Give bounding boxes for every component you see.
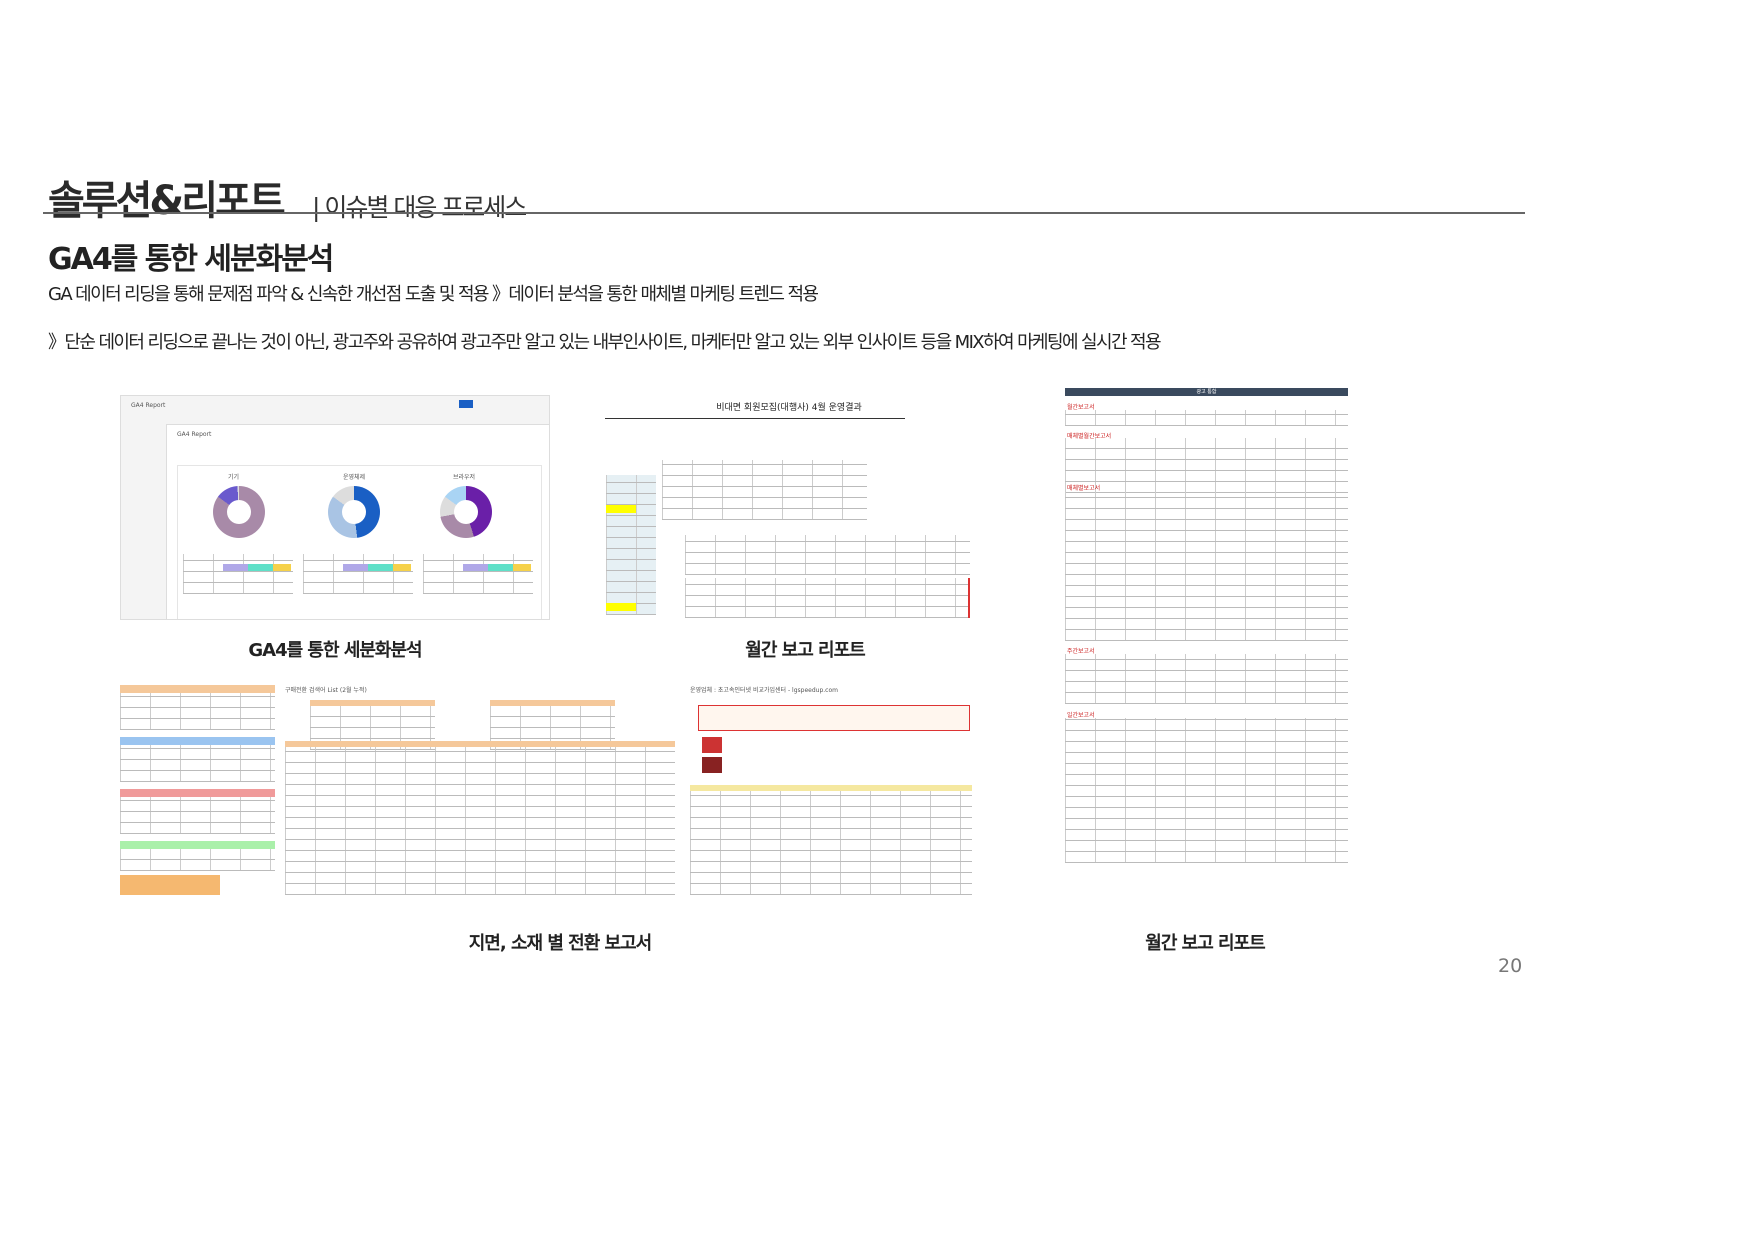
section-label: 월간보고서 [1067, 404, 1095, 411]
ga4-app-title-inner: GA4 Report [177, 431, 212, 438]
edit-button-icon [459, 400, 473, 408]
ga4-report-screenshot: GA4 Report GA4 Report 기기 운영체제 브라우저 [120, 395, 550, 620]
title-divider [43, 212, 1525, 214]
ga4-app-title: GA4 Report [131, 402, 166, 409]
page-number: 20 [1498, 955, 1523, 977]
device-donut-chart [213, 486, 265, 538]
caption-monthly-2: 월간 보고 리포트 [1145, 933, 1265, 954]
channel-table-2 [685, 578, 970, 618]
keyword-list-screenshot: 구매전환 검색어 List (2월 누적) [285, 685, 675, 895]
slide-subtitle: | 이슈별 대응 프로세스 [312, 193, 527, 222]
caption-ga4: GA4를 통한 세분화분석 [248, 640, 422, 661]
summary-table [662, 460, 867, 520]
monthly-report-2-screenshot: 광고 통합 월간보고서 매체별월간보고서 매체별보고서 주간보고서 일간보고서 [1065, 388, 1348, 863]
section-label: 일간보고서 [1067, 712, 1095, 719]
description-line-2: 》단순 데이터 리딩으로 끝나는 것이 아닌, 광고주와 공유하여 광고주만 알… [48, 332, 1162, 353]
section-label: 주간보고서 [1067, 648, 1095, 655]
chart-title-os: 운영체제 [343, 474, 366, 481]
chart-title-device: 기기 [228, 474, 240, 481]
channel-table-1 [685, 535, 970, 575]
description-line-1: GA 데이터 리딩을 통해 문제점 파악 & 신속한 개선점 도출 및 적용 》… [48, 284, 819, 305]
site-ad-screenshot: 운영업체 : 초고속인터넷 비교가입센터 - lgspeedup.com [690, 685, 972, 895]
caption-conversion: 지면, 소재 별 전환 보고서 [468, 933, 653, 954]
caption-monthly-1: 월간 보고 리포트 [745, 640, 865, 661]
device-table [183, 554, 293, 594]
monthly-report-screenshot: 비대면 회원모집(대행사) 4월 운영결과 [600, 400, 978, 622]
chart-title-browser: 브라우저 [453, 474, 476, 481]
browser-table [423, 554, 533, 594]
os-table [303, 554, 413, 594]
placement-grid-screenshot [120, 685, 275, 895]
section-label: 매체별보고서 [1067, 485, 1101, 492]
browser-donut-chart [440, 486, 492, 538]
os-donut-chart [328, 486, 380, 538]
site-operator: 운영업체 : 초고속인터넷 비교가입센터 - lgspeedup.com [690, 687, 838, 694]
report-header-bar: 광고 통합 [1065, 388, 1348, 396]
section-title: GA4를 통한 세분화분석 [48, 242, 334, 277]
keyword-list-title: 구매전환 검색어 List (2월 누적) [285, 687, 367, 694]
section-label: 매체별월간보고서 [1067, 433, 1112, 440]
slide-title: 솔루션&리포트 [48, 178, 286, 224]
report-doc-title: 비대면 회원모집(대행사) 4월 운영결과 [716, 403, 862, 413]
yearly-table [606, 475, 656, 615]
